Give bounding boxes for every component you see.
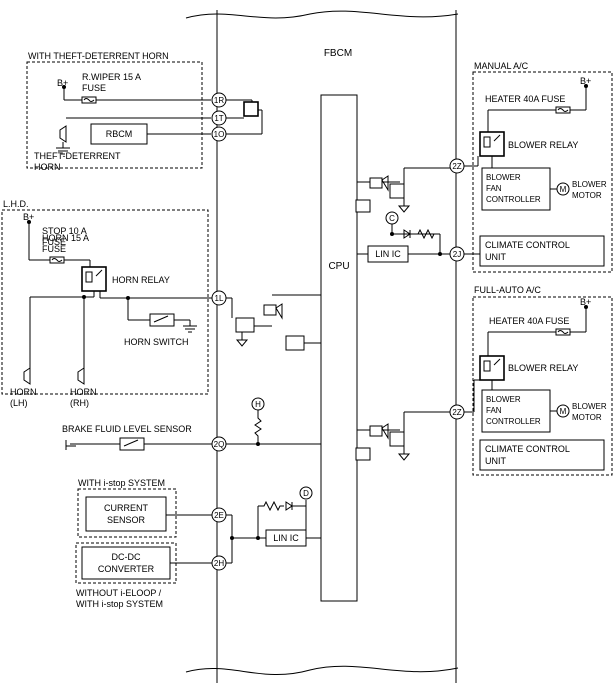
svg-text:LIN IC: LIN IC: [273, 533, 299, 543]
svg-text:2Z: 2Z: [452, 162, 461, 171]
ref-d: [299, 486, 313, 500]
istop-group: [77, 488, 177, 538]
istop-group-title: WITH i-stop SYSTEM: [78, 478, 165, 488]
theft-bplus-label: B+: [57, 78, 68, 88]
theft-horn-icon: [59, 125, 67, 143]
rbcm-label: RBCM: [106, 129, 133, 139]
stop-fuse-label-2: FUSE: [42, 237, 66, 247]
current-sensor-box: [85, 496, 167, 532]
horn-relay-label: HORN RELAY: [112, 275, 170, 285]
svg-text:H: H: [255, 400, 261, 409]
svg-text:B+: B+: [580, 76, 591, 86]
current-sensor-label-2: SENSOR: [107, 515, 146, 525]
horn-fuse-label-1-visible: HORN 15 A: [42, 233, 89, 243]
svg-text:BLOWER: BLOWER: [486, 395, 521, 404]
svg-text:CLIMATE CONTROL: CLIMATE CONTROL: [485, 444, 570, 454]
svg-text:1O: 1O: [214, 130, 225, 139]
cpu-block: [320, 94, 358, 602]
theft-deterrent-group: [26, 61, 203, 169]
theft-group-title: WITH THEFT-DETERRENT HORN: [28, 51, 169, 61]
lhd-group-title: L.H.D.: [3, 199, 29, 209]
blower-driver-transistor-top: [389, 183, 405, 199]
brake-fluid-switch-icon: [119, 437, 145, 451]
svg-text:1R: 1R: [214, 96, 224, 105]
horn-lh-label-2: (LH): [10, 398, 28, 408]
svg-text:2Q: 2Q: [214, 440, 225, 449]
horn-lh-icon: [23, 367, 31, 385]
auto-climate-unit-box: [479, 439, 605, 471]
rwiper-fuse-label-1: R.WIPER 15 A: [82, 72, 141, 82]
svg-text:CONTROLLER: CONTROLLER: [486, 417, 541, 426]
manual-ac-group: [472, 71, 613, 273]
svg-text:2Z: 2Z: [452, 408, 461, 417]
theft-horn-label-1: THEFT-DETERRENT: [34, 151, 121, 161]
svg-text:CONTROLLER: CONTROLLER: [486, 195, 541, 204]
svg-text:UNIT: UNIT: [485, 252, 506, 262]
svg-text:C: C: [389, 214, 395, 223]
svg-text:LIN IC: LIN IC: [375, 249, 401, 259]
svg-text:2E: 2E: [214, 511, 224, 520]
ref-h: [251, 397, 265, 411]
svg-text:BLOWER: BLOWER: [572, 402, 607, 411]
theft-horn-label-2: HORN: [34, 162, 61, 172]
svg-text:B+: B+: [580, 297, 591, 307]
auto-blower-relay-label: BLOWER RELAY: [508, 363, 578, 373]
svg-text:MOTOR: MOTOR: [572, 191, 602, 200]
brake-fluid-sensor-label: BRAKE FLUID LEVEL SENSOR: [62, 424, 192, 434]
svg-text:M: M: [560, 407, 567, 416]
dcdc-label-2: CONVERTER: [98, 564, 155, 574]
manual-climate-unit-box: [479, 235, 605, 267]
horn-rh-icon: [77, 367, 85, 385]
auto-blower-controller-box: [481, 389, 551, 433]
manual-blower-relay-label: BLOWER RELAY: [508, 140, 578, 150]
svg-text:2H: 2H: [214, 559, 224, 568]
svg-text:FAN: FAN: [486, 184, 502, 193]
horn-rh-label-1: HORN: [70, 387, 97, 397]
stop-fuse-label-1: STOP 10 A: [42, 226, 87, 236]
rwiper-fuse-label-2: FUSE: [82, 83, 106, 93]
svg-text:2J: 2J: [453, 250, 461, 259]
internal-relay-icon: [243, 101, 259, 117]
horn-switch-icon: [149, 313, 175, 327]
svg-text:BLOWER: BLOWER: [486, 173, 521, 182]
dcdc-converter-box: [81, 546, 171, 580]
horn-lh-label-1: HORN: [10, 387, 37, 397]
svg-text:CLIMATE CONTROL: CLIMATE CONTROL: [485, 240, 570, 250]
horn-fuse-label-2: FUSE: [42, 244, 66, 254]
svg-text:D: D: [303, 489, 309, 498]
horn-driver-transistor: [235, 317, 255, 333]
manual-heater-fuse-label: HEATER 40A FUSE: [485, 94, 565, 104]
lhd-group: [1, 209, 209, 395]
dcdc-label-1: DC-DC: [112, 552, 141, 562]
auto-heater-fuse-label: HEATER 40A FUSE: [489, 316, 569, 326]
current-sensor-label-1: CURRENT: [104, 503, 149, 513]
svg-text:1L: 1L: [215, 294, 224, 303]
svg-text:FAN: FAN: [486, 406, 502, 415]
manual-ac-title: MANUAL A/C: [474, 61, 529, 71]
horn-switch-label: HORN SWITCH: [124, 337, 189, 347]
auto-ac-group: [472, 296, 613, 476]
svg-text:MOTOR: MOTOR: [572, 413, 602, 422]
svg-text:BLOWER: BLOWER: [572, 180, 607, 189]
svg-text:UNIT: UNIT: [485, 456, 506, 466]
cpu-label: CPU: [328, 261, 349, 272]
auto-ac-title: FULL-AUTO A/C: [474, 285, 541, 295]
horn-rh-label-2: (RH): [70, 398, 89, 408]
blower-driver-transistor-bottom: [389, 431, 405, 447]
svg-text:B+: B+: [23, 212, 34, 222]
without-ieloop-label-1: WITHOUT i-ELOOP /: [76, 588, 162, 598]
svg-text:M: M: [560, 185, 567, 194]
svg-text:1T: 1T: [214, 114, 223, 123]
fbcm-label: FBCM: [324, 48, 352, 59]
without-ieloop-label-2: WITH i-stop SYSTEM: [76, 599, 163, 609]
